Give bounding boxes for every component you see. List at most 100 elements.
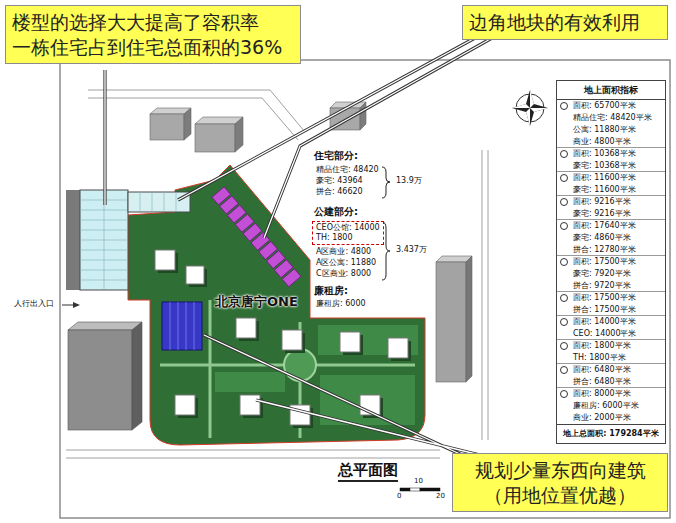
label-text: C区商业: 8000 [316,269,371,278]
table-cell-text: 面积: 8000平米 [573,389,631,398]
table-cell-text: 地上总面积: 179284平米 [563,429,658,438]
building-grid [170,302,194,350]
label-text: A区商业: 4800 [316,247,371,256]
area-item: A区商业: 4800 [316,248,371,257]
table-row: 拼合: 9720平米 [557,280,665,292]
table-cell-text: 面积: 17640平米 [573,221,636,230]
drawing-title: 总平面图 [338,462,398,482]
label-text: 3.437万 [396,245,427,254]
label-text: 公建部分: [314,206,358,217]
table-cell-text: 拼合: 17500平米 [573,305,636,314]
scale-bar [400,488,410,491]
table-cell-text: 面积: 10368平米 [573,149,636,158]
tower [236,318,256,338]
dashed-highlight-box: CEO公馆: 14000TH: 1800 [312,221,384,245]
section-heading: 廉租房: [314,285,348,296]
tower-group [155,250,411,428]
scale-number: 20 [436,493,445,501]
table-cell-text: 廉租房: 6000平米 [573,401,639,410]
building-face [68,330,132,430]
table-row: 拼合: 6480平米 [557,376,665,388]
table-row: 面积: 1800平米 [557,340,665,352]
node-text: TH: 1800 [316,233,380,243]
table-row: 豪宅: 10368平米 [557,160,665,172]
entrance-arrow [62,305,74,306]
node-text: 楼型的选择大大提高了容积率 一栋住宅占到住宅总面积的36% [12,10,294,59]
label-text: 13.9万 [396,176,422,185]
north-compass [512,90,548,126]
table-row: 面积: 8000平米 [557,388,665,400]
group-marker [560,342,568,350]
east-west-building [162,302,202,350]
table-cell-text: 面积: 1800平米 [573,341,631,350]
label-text: 住宅部分: [314,150,358,161]
leader-line [105,38,492,455]
area-item: C区商业: 8000 [316,270,371,279]
label-text: 廉租房: [314,285,348,296]
table-row: CEO: 14000平米 [557,328,665,340]
table-row: 面积: 9216平米 [557,196,665,208]
tower [175,395,195,415]
area-sum: 13.9万 [396,177,422,186]
label-text: 人行出入口 [14,299,54,308]
table-cell-text: 面积: 9216平米 [573,197,631,206]
table-cell-text: 公寓: 11880平米 [573,125,636,134]
building-face [150,114,184,140]
table-row: 商业: 2000平米 [557,412,665,424]
table-row: 面积: 6480平米 [557,364,665,376]
compass-star [512,90,548,126]
brace [382,167,390,198]
label-text: 拼合: 46620 [316,187,363,196]
table-row: 面积: 17500平米 [557,292,665,304]
label-text: 0 [397,492,401,500]
area-item: 精品住宅: 48420 [316,166,379,175]
building-face [195,124,235,152]
callout-box: 边角地块的有效利用 [462,5,668,40]
area-sum: 3.437万 [396,246,427,255]
building-face [436,262,466,382]
table-cell-text: 面积: 17500平米 [573,293,636,302]
group-marker [560,294,568,302]
area-item: 拼合: 46620 [316,188,363,197]
table-cell-text: 地上面积指标 [584,85,638,95]
scale-number: 0 [397,493,401,501]
table-total: 地上总面积: 179284平米 [557,424,665,443]
area-item: 廉租房: 6000 [316,300,366,309]
tower [282,330,302,350]
entrance-label: 人行出入口 [14,300,54,309]
area-item: A区公寓: 11880 [316,259,376,268]
area-table: 地上面积指标面积: 65700平米精品住宅: 48420平米公寓: 11880平… [556,80,666,444]
tower [155,250,175,270]
table-row: 拼合: 12780平米 [557,244,665,256]
entrance-arrow-head [73,302,80,308]
drawing-frame [60,60,670,518]
group-marker [560,390,568,398]
table-cell-text: 豪宅: 4860平米 [573,233,631,242]
table-row: 面积: 11600平米 [557,172,665,184]
table-cell-text: 拼合: 6480平米 [573,377,631,386]
tower [186,266,204,284]
label-text: 精品住宅: 48420 [316,165,379,174]
table-header: 地上面积指标 [557,81,665,100]
table-row: 豪宅: 4860平米 [557,232,665,244]
tower [240,395,260,415]
group-marker [560,198,568,206]
callout-box: 楼型的选择大大提高了容积率 一栋住宅占到住宅总面积的36% [5,5,301,64]
table-row: 面积: 65700平米 [557,100,665,112]
table-cell-text: 豪宅: 7920平米 [573,269,631,278]
east-west-row [212,187,301,287]
building-side [235,117,243,152]
table-cell-text: TH: 1800平米 [573,353,626,362]
label-text: 北京唐宁ONE [215,294,298,309]
building-side [360,102,366,130]
leader-line-outline [105,38,492,455]
table-cell-text: 面积: 14000平米 [573,317,636,326]
label-text: A区公寓: 11880 [316,258,376,267]
table-row: 面积: 17500平米 [557,256,665,268]
compass-star-light [512,90,548,126]
tower-building [128,192,190,212]
section-heading: 住宅部分: [314,150,358,161]
garden-path [160,300,415,438]
table-row: 豪宅: 9216平米 [557,208,665,220]
